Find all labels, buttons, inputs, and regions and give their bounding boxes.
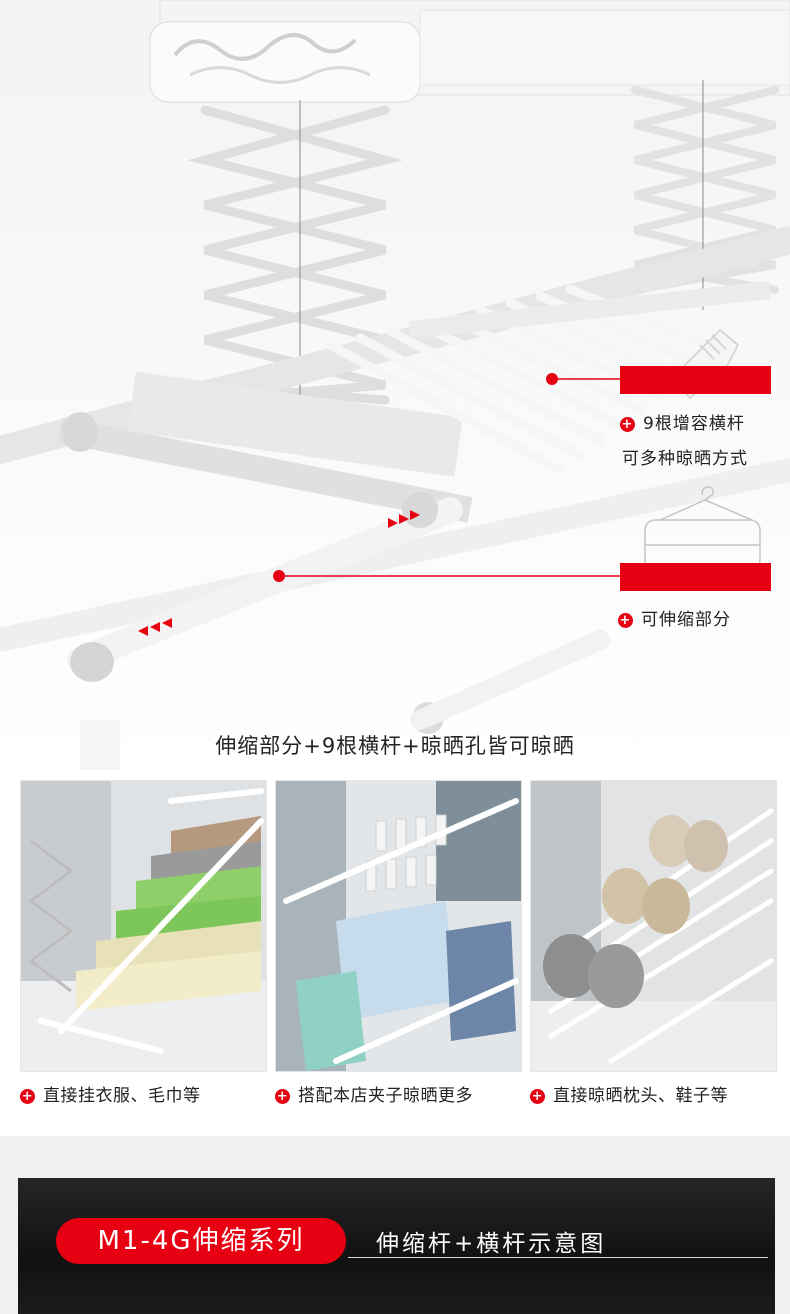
series-name-badge: M1-4G伸缩系列 — [56, 1218, 346, 1264]
caption-towels: +直接挂衣服、毛巾等 — [20, 1086, 201, 1106]
arrow-left-icon — [138, 618, 172, 636]
plus-icon: + — [275, 1089, 290, 1104]
arrow-right-icon — [388, 510, 420, 528]
callout-crossbars-line1: +9根增容横杆 — [620, 414, 745, 434]
plus-icon: + — [620, 417, 635, 432]
callout-crossbars-line2: 可多种晾晒方式 — [622, 449, 748, 469]
series-underline — [348, 1257, 768, 1258]
plus-icon: + — [530, 1089, 545, 1104]
drying-rack-illustration — [0, 0, 790, 734]
plus-icon: + — [618, 613, 633, 628]
callout-telescopic: +可伸缩部分 — [618, 610, 731, 630]
photo-clips — [275, 780, 522, 1072]
photo-shoes — [530, 780, 777, 1072]
caption-clips: +搭配本店夹子晾晒更多 — [275, 1086, 473, 1106]
features-headline: 伸缩部分+9根横杆+晾晒孔皆可晾晒 — [215, 734, 575, 758]
photo-towels — [20, 780, 267, 1072]
series-subtitle: 伸缩杆+横杆示意图 — [376, 1231, 607, 1257]
series-banner: M1-4G伸缩系列 伸缩杆+横杆示意图 — [18, 1178, 775, 1314]
plus-icon: + — [20, 1089, 35, 1104]
callout-bar-crossbars — [620, 366, 771, 394]
hero-product-illustration: +9根增容横杆 可多种晾晒方式 +可伸缩部分 — [0, 0, 790, 770]
caption-shoes: +直接晾晒枕头、鞋子等 — [530, 1086, 728, 1106]
callout-bar-telescopic — [620, 563, 771, 591]
ceiling-base-decor — [149, 21, 421, 103]
